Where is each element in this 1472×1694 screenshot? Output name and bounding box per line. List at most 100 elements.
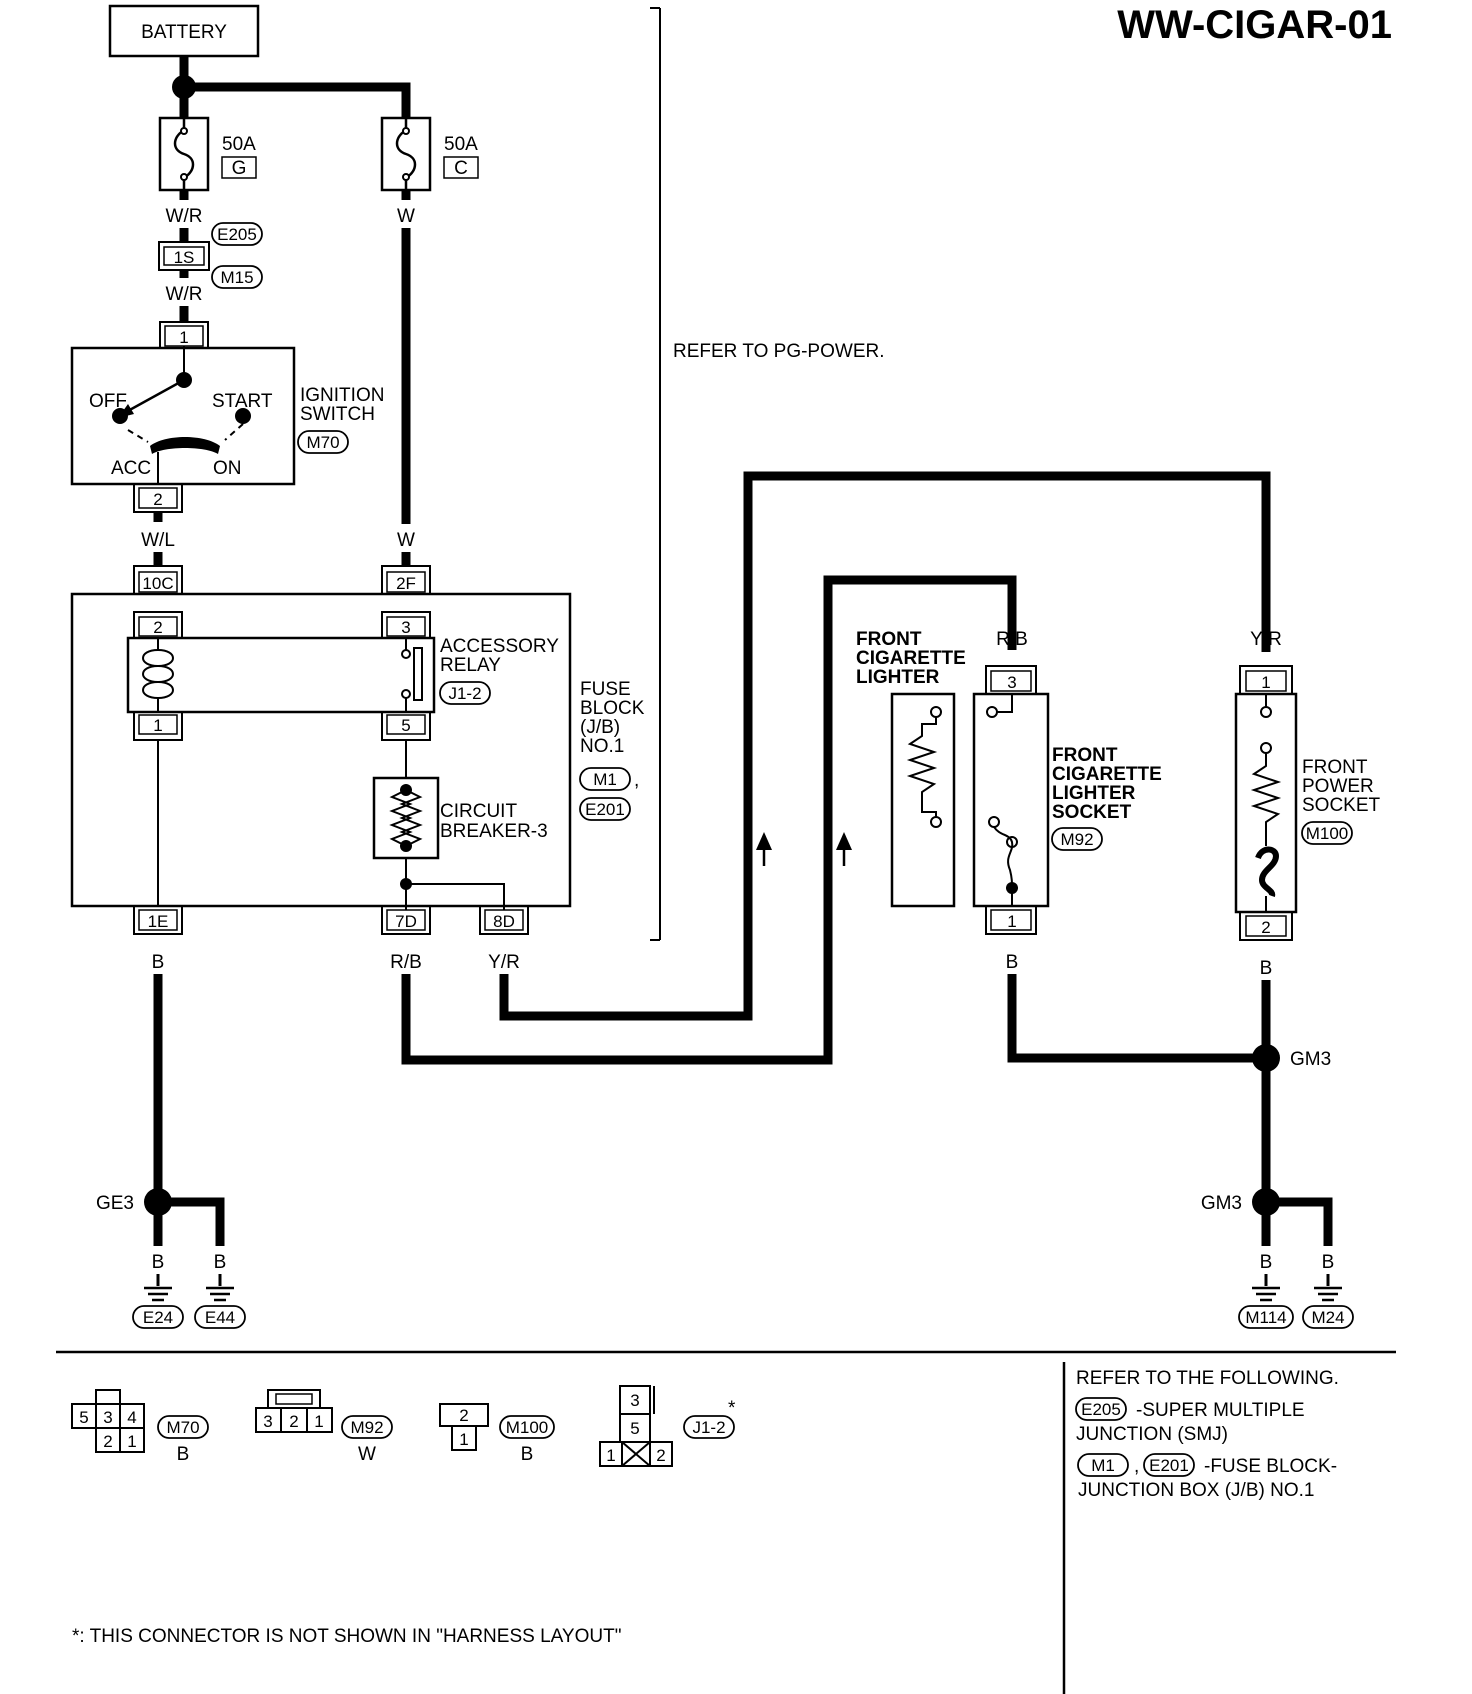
socket-label-4: SOCKET bbox=[1052, 802, 1132, 823]
legend-m92-pin3: 3 bbox=[263, 1412, 272, 1431]
wire-rb bbox=[401, 575, 1017, 1065]
socket-pin-1: 1 bbox=[1007, 912, 1016, 931]
wire-color-rb-socket: R/B bbox=[996, 629, 1028, 650]
wire-color-wr-1: W/R bbox=[166, 206, 203, 227]
connector-m92: M92 bbox=[1060, 830, 1093, 849]
connector-e205: E205 bbox=[217, 225, 257, 244]
legend-m92-color: W bbox=[358, 1444, 376, 1465]
fuse-g-id: G bbox=[232, 158, 247, 179]
circuit-breaker bbox=[372, 776, 440, 884]
legend-m70-pin4: 4 bbox=[127, 1408, 136, 1427]
fuse-c bbox=[380, 116, 432, 192]
pin-10c: 10C bbox=[142, 574, 173, 593]
legend-m100-pin1: 1 bbox=[459, 1430, 468, 1449]
socket-label-2: CIGARETTE bbox=[1052, 764, 1162, 785]
pin-1s: 1S bbox=[174, 248, 195, 267]
ign-label-2: SWITCH bbox=[300, 404, 375, 425]
wire-color-yr-8d: Y/R bbox=[488, 952, 520, 973]
ign-on: ON bbox=[213, 458, 242, 479]
refer-fb-1: -FUSE BLOCK- bbox=[1204, 1456, 1337, 1477]
fuse-block-comma: , bbox=[634, 770, 639, 791]
legend-m70 bbox=[71, 1389, 145, 1453]
ign-start: START bbox=[212, 391, 273, 412]
legend-m92-pin2: 2 bbox=[289, 1412, 298, 1431]
fuse-block-label-1: FUSE bbox=[580, 679, 631, 700]
legend-j12-star: * bbox=[728, 1398, 736, 1419]
refer-e201: E201 bbox=[1149, 1456, 1189, 1475]
connector-m114: M114 bbox=[1245, 1308, 1286, 1327]
ground-gm3-2: GM3 bbox=[1201, 1193, 1242, 1214]
legend-j12 bbox=[599, 1385, 673, 1467]
legend-j12-id: J1-2 bbox=[692, 1418, 725, 1437]
wire-color-w-2: W bbox=[397, 530, 415, 551]
power-pin-1: 1 bbox=[1261, 673, 1270, 692]
socket-label-1: FRONT bbox=[1052, 745, 1118, 766]
refer-comma: , bbox=[1134, 1456, 1139, 1477]
ign-pin-2: 2 bbox=[153, 490, 162, 509]
legend-j12-pin5: 5 bbox=[630, 1419, 639, 1438]
gm3-splice-1 bbox=[1252, 1044, 1280, 1072]
connector-j12: J1-2 bbox=[448, 684, 481, 703]
legend-m100-color: B bbox=[521, 1444, 534, 1465]
refer-pg-power: REFER TO PG-POWER. bbox=[673, 341, 885, 362]
legend-m70-pin3: 3 bbox=[103, 1408, 112, 1427]
fuse-c-rating: 50A bbox=[444, 134, 478, 155]
socket-pin-3: 3 bbox=[1007, 673, 1016, 692]
wire-color-b-m114: B bbox=[1260, 1252, 1273, 1273]
legend-j12-pin3: 3 bbox=[630, 1391, 639, 1410]
connector-m15: M15 bbox=[220, 268, 253, 287]
legend-m70-pin1: 1 bbox=[127, 1432, 136, 1451]
power-pin-2: 2 bbox=[1261, 918, 1270, 937]
wire-color-b-socket: B bbox=[1006, 952, 1019, 973]
ign-acc: ACC bbox=[111, 458, 151, 479]
wire-color-b-e44: B bbox=[214, 1252, 227, 1273]
power-label-3: SOCKET bbox=[1302, 795, 1381, 816]
legend-m92 bbox=[255, 1389, 333, 1433]
relay-pin-2: 2 bbox=[153, 618, 162, 637]
pin-8d: 8D bbox=[493, 912, 515, 931]
breaker-label-2: BREAKER-3 bbox=[440, 821, 548, 842]
connector-e24: E24 bbox=[143, 1308, 173, 1327]
lighter-label-1: FRONT bbox=[856, 629, 922, 650]
wire-color-yr-power: Y/R bbox=[1250, 629, 1282, 650]
ground-symbol-e44 bbox=[206, 1274, 234, 1302]
socket-label-3: LIGHTER bbox=[1052, 783, 1136, 804]
ign-off: OFF bbox=[89, 391, 127, 412]
wire-color-wr-2: W/R bbox=[166, 284, 203, 305]
legend-j12-pin1: 1 bbox=[606, 1446, 615, 1465]
flow-arrow-rb bbox=[836, 832, 852, 866]
fuse-block-label-3: (J/B) bbox=[580, 717, 620, 738]
wire-color-rb-7d: R/B bbox=[390, 952, 422, 973]
ground-symbol-m24 bbox=[1314, 1274, 1342, 1302]
fuse-block-label-4: NO.1 bbox=[580, 736, 624, 757]
legend-m70-color: B bbox=[177, 1444, 190, 1465]
fuse-g bbox=[158, 116, 210, 192]
pin-1e: 1E bbox=[148, 912, 169, 931]
refer-heading: REFER TO THE FOLLOWING. bbox=[1076, 1368, 1339, 1389]
connector-m70: M70 bbox=[306, 433, 339, 452]
wire-color-b-e24: B bbox=[152, 1252, 165, 1273]
diagram-title: WW-CIGAR-01 bbox=[1117, 3, 1392, 47]
connector-m24: M24 bbox=[1311, 1308, 1344, 1327]
legend-m100 bbox=[439, 1403, 489, 1451]
relay-pin-3: 3 bbox=[401, 618, 410, 637]
battery-label: BATTERY bbox=[141, 22, 227, 43]
lighter-label-3: LIGHTER bbox=[856, 667, 940, 688]
relay-label-1: ACCESSORY bbox=[440, 636, 559, 657]
refer-smj-2: JUNCTION (SMJ) bbox=[1076, 1424, 1228, 1445]
relay-pin-1: 1 bbox=[153, 716, 162, 735]
power-label-1: FRONT bbox=[1302, 757, 1368, 778]
legend-m92-pin1: 1 bbox=[314, 1412, 323, 1431]
connector-e44: E44 bbox=[205, 1308, 235, 1327]
wire-color-b-1e: B bbox=[152, 952, 165, 973]
power-label-2: POWER bbox=[1302, 776, 1374, 797]
ground-symbol-m114 bbox=[1252, 1274, 1280, 1302]
legend-m92-id: M92 bbox=[350, 1418, 383, 1437]
ground-gm3-1: GM3 bbox=[1290, 1049, 1331, 1070]
footnote: *: THIS CONNECTOR IS NOT SHOWN IN "HARNE… bbox=[72, 1626, 621, 1647]
relay-pin-5: 5 bbox=[401, 716, 410, 735]
fuse-block bbox=[70, 592, 572, 908]
legend-m70-pin2: 2 bbox=[103, 1432, 112, 1451]
legend-m100-id: M100 bbox=[506, 1418, 549, 1437]
